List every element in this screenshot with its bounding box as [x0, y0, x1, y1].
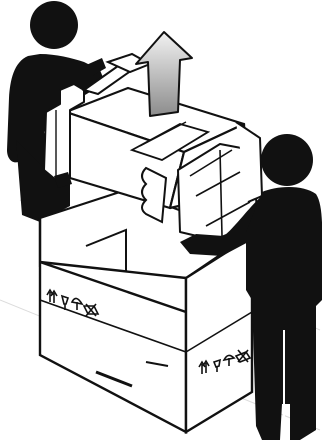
- person-right-head: [261, 134, 313, 186]
- person-left-head: [30, 1, 78, 49]
- foam-cushion-lobes: [142, 168, 166, 222]
